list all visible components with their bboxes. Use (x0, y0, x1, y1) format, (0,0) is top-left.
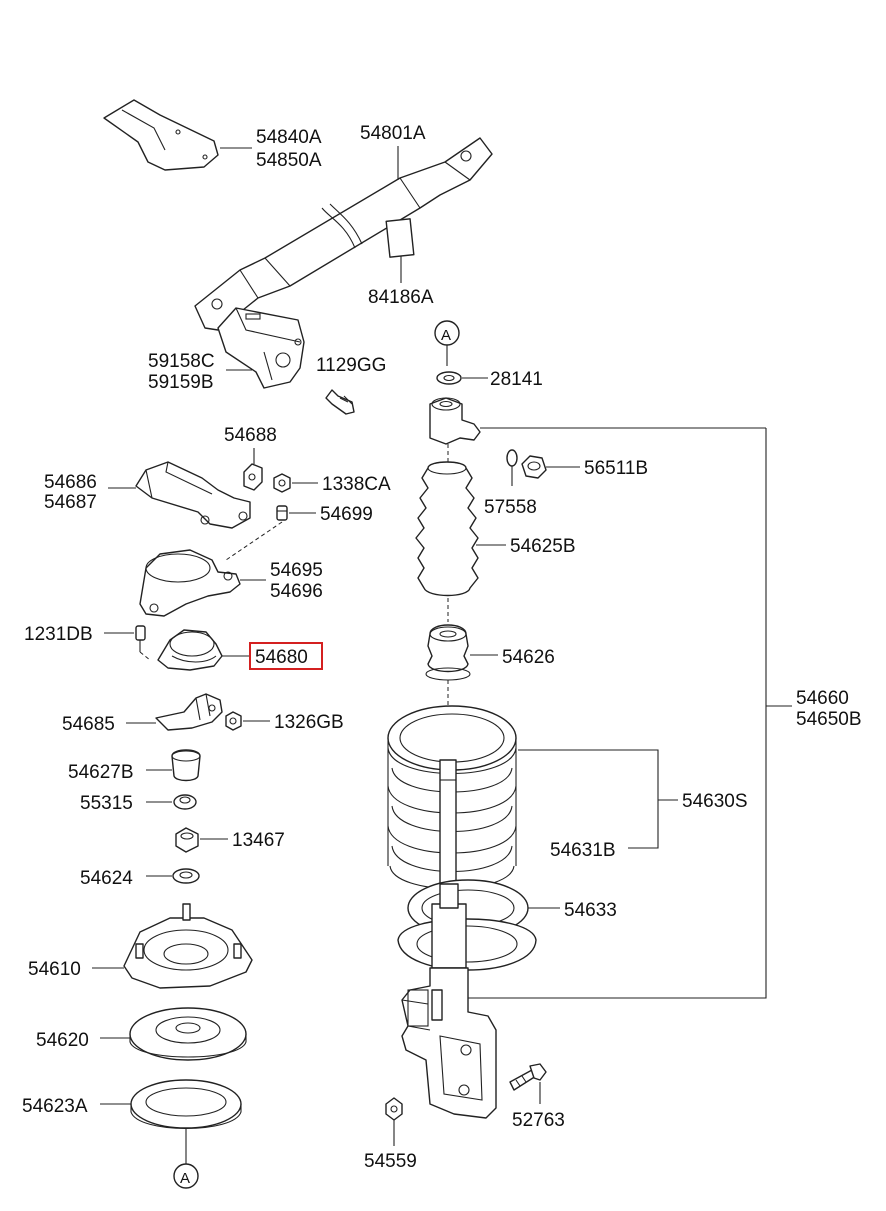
ring-57558-part[interactable] (506, 449, 518, 467)
label-54801A[interactable]: 54801A (360, 123, 426, 144)
label-54660[interactable]: 54660 (796, 688, 849, 709)
label-54631B[interactable]: 54631B (550, 840, 616, 861)
bolt-52763-part[interactable] (509, 1063, 547, 1091)
strut-mount-54610-part[interactable] (123, 903, 253, 989)
mount-housing-part[interactable] (139, 549, 241, 617)
label-tag-part[interactable] (385, 218, 415, 258)
label-1326GB[interactable]: 1326GB (274, 712, 344, 733)
bolt-1129gg-part[interactable] (325, 389, 355, 415)
label-59158C[interactable]: 59158C (148, 351, 215, 372)
highlight-box-54680 (249, 642, 323, 670)
reference-a-bottom-circle (173, 1163, 199, 1189)
label-1129GG[interactable]: 1129GG (316, 355, 386, 376)
label-54623A[interactable]: 54623A (22, 1096, 88, 1117)
clip-54688-part[interactable] (243, 463, 263, 491)
label-54699[interactable]: 54699 (320, 504, 373, 525)
insulator-54680-part[interactable] (157, 629, 223, 671)
label-1231DB[interactable]: 1231DB (24, 624, 93, 645)
label-54626[interactable]: 54626 (502, 647, 555, 668)
washer-55315-part[interactable] (173, 794, 197, 810)
control-rod-part[interactable] (194, 137, 493, 331)
label-54685[interactable]: 54685 (62, 714, 115, 735)
nut-13467-part[interactable] (175, 827, 199, 853)
label-A-top: A (441, 327, 451, 344)
washer-54624-part[interactable] (172, 868, 200, 884)
label-54630S[interactable]: 54630S (682, 791, 748, 812)
nut-56511b-part[interactable] (521, 455, 547, 479)
bearing-54620-part[interactable] (129, 1007, 247, 1061)
label-54688[interactable]: 54688 (224, 425, 277, 446)
bellows-54625b-part[interactable] (415, 461, 479, 597)
label-56511B[interactable]: 56511B (584, 458, 648, 479)
label-54559[interactable]: 54559 (364, 1151, 417, 1172)
label-54620[interactable]: 54620 (36, 1030, 89, 1051)
strut-body-part[interactable] (401, 967, 497, 1119)
coil-spring-54631b-part[interactable] (387, 705, 517, 911)
label-59159B[interactable]: 59159B (148, 372, 214, 393)
top-eyelet-part[interactable] (429, 397, 481, 445)
washer-28141-part[interactable] (436, 371, 462, 385)
label-54840A[interactable]: 54840A (256, 127, 322, 148)
nut-1326gb-part[interactable] (225, 711, 242, 731)
bracket-54685-part[interactable] (155, 693, 223, 731)
label-54624[interactable]: 54624 (80, 868, 133, 889)
label-54680[interactable]: 54680 (255, 647, 308, 668)
bump-stopper-54626-part[interactable] (425, 624, 471, 681)
label-54695[interactable]: 54695 (270, 560, 323, 581)
label-13467[interactable]: 13467 (232, 830, 285, 851)
label-52763[interactable]: 52763 (512, 1110, 565, 1131)
label-54650B[interactable]: 54650B (796, 709, 862, 730)
dust-cover-part[interactable] (135, 461, 251, 529)
label-54687[interactable]: 54687 (44, 492, 97, 513)
label-54696[interactable]: 54696 (270, 581, 323, 602)
label-54633[interactable]: 54633 (564, 900, 617, 921)
label-54686[interactable]: 54686 (44, 472, 97, 493)
label-55315[interactable]: 55315 (80, 793, 133, 814)
nut-1338ca-part[interactable] (273, 473, 291, 493)
bushing-54627b-part[interactable] (171, 749, 201, 782)
label-54627B[interactable]: 54627B (68, 762, 134, 783)
nut-54559-part[interactable] (385, 1097, 403, 1121)
bolt-54699-part[interactable] (276, 505, 288, 521)
spring-seat-54633-part[interactable] (397, 879, 537, 971)
bolt-1231db-part[interactable] (135, 625, 146, 652)
rod-bracket-part[interactable] (217, 307, 305, 389)
shield-bracket-part[interactable] (103, 99, 219, 171)
label-84186A[interactable]: 84186A (368, 287, 434, 308)
label-54850A[interactable]: 54850A (256, 150, 322, 171)
label-1338CA[interactable]: 1338CA (322, 474, 391, 495)
label-28141[interactable]: 28141 (490, 369, 543, 390)
label-A-bottom: A (180, 1170, 190, 1187)
label-54625B[interactable]: 54625B (510, 536, 576, 557)
label-57558[interactable]: 57558 (484, 497, 537, 518)
label-54610[interactable]: 54610 (28, 959, 81, 980)
seat-54623a-part[interactable] (130, 1079, 242, 1130)
